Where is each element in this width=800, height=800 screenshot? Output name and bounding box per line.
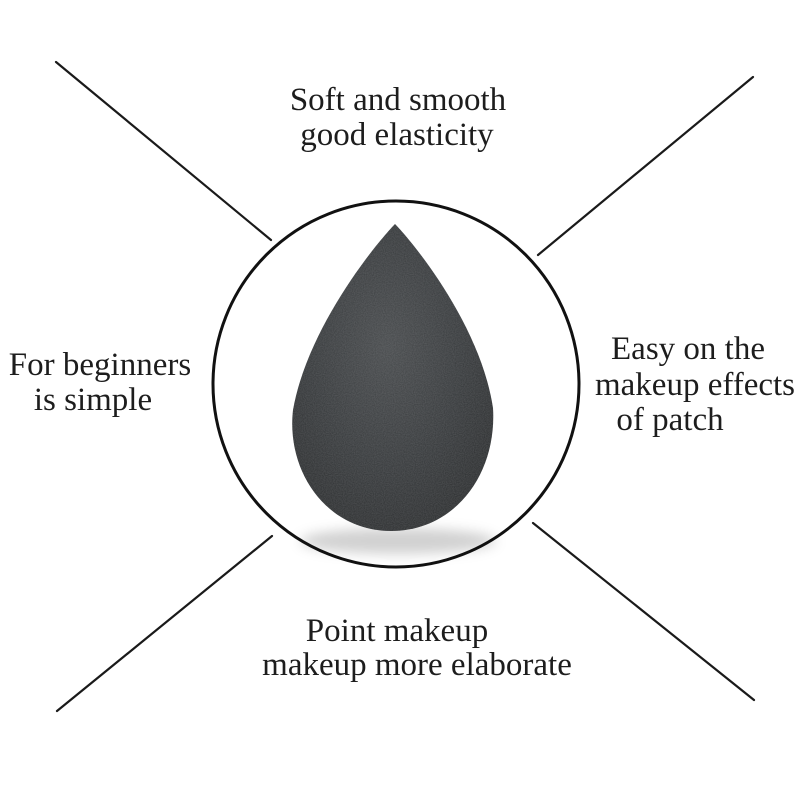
callout-line-top-left bbox=[54, 60, 273, 242]
callout-line-bottom-right bbox=[531, 521, 756, 702]
callout-line-top-right bbox=[536, 75, 755, 257]
callout-right-line-3: of patch bbox=[616, 402, 724, 438]
callout-bottom-line-2: makeup more elaborate bbox=[262, 647, 572, 683]
callout-top-line-1: Soft and smooth bbox=[289, 82, 507, 118]
callout-left-line-2: is simple bbox=[33, 382, 153, 418]
callout-right-line-2: makeup effects bbox=[594, 367, 796, 403]
callout-right-line-1: Easy on the bbox=[611, 331, 765, 367]
sponge-texture bbox=[292, 224, 494, 531]
sponge-shadow bbox=[300, 528, 496, 554]
callout-top-line-2: good elasticity bbox=[300, 117, 494, 153]
callout-line-bottom-left bbox=[55, 534, 274, 713]
makeup-sponge-image bbox=[292, 224, 494, 531]
callout-left-line-1: For beginners bbox=[8, 347, 192, 383]
callout-bottom-line-1: Point makeup bbox=[305, 613, 489, 649]
